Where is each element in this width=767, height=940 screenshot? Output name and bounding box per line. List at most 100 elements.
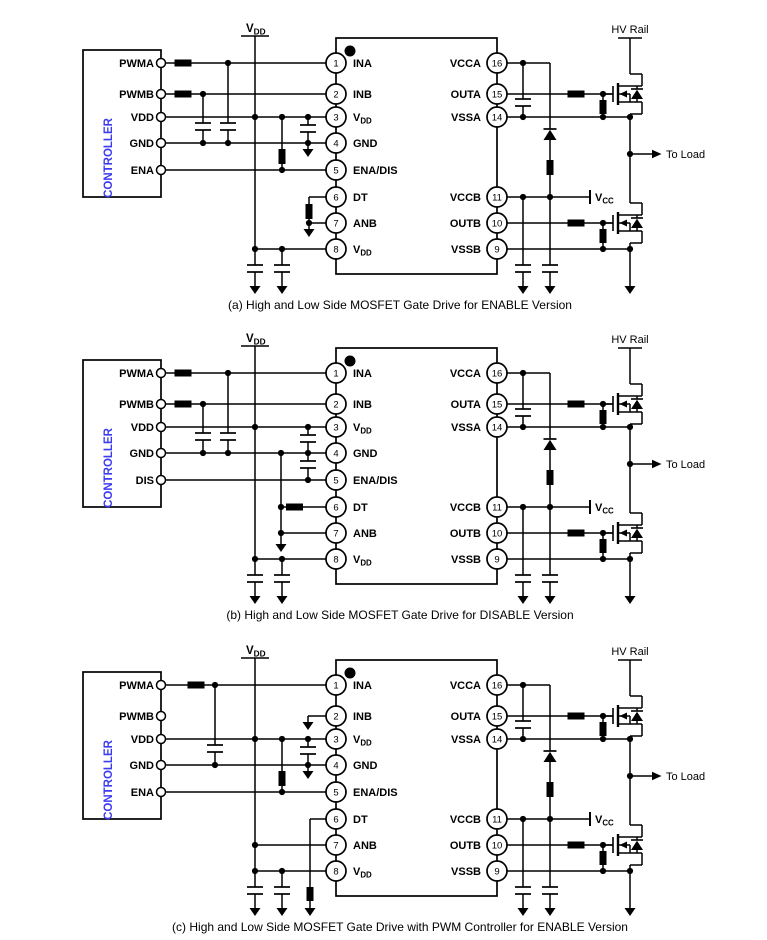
- ic-pin-circle: [325, 469, 347, 491]
- ic-pin-label: DT: [353, 502, 368, 514]
- capacitor: [515, 264, 531, 273]
- ic-pin-label: DT: [353, 192, 368, 204]
- ic-pin-circle: [325, 83, 347, 105]
- resistor: [567, 841, 585, 849]
- controller-pin-label: PWMB: [119, 711, 154, 723]
- controller-pin-circle: [155, 137, 167, 149]
- resistor: [306, 887, 314, 901]
- ic-pin-label: OUTB: [450, 218, 481, 230]
- capacitor: [300, 124, 316, 133]
- ic-pin-number: 3: [333, 423, 338, 434]
- ic-pin-label: VSSB: [451, 244, 481, 256]
- vcc-label: VCC: [595, 814, 614, 827]
- capacitor: [515, 98, 531, 107]
- resistor: [567, 712, 585, 720]
- capacitor: [274, 264, 290, 273]
- capacitor: [220, 122, 236, 131]
- ic-pin-number: 16: [492, 681, 503, 692]
- ground-symbol: [544, 596, 556, 604]
- controller-pin-label: DIS: [136, 475, 154, 487]
- ic-pin-circle: [486, 522, 508, 544]
- left-wiring: [165, 369, 327, 604]
- caption: (a) High and Low Side MOSFET Gate Drive …: [228, 298, 572, 312]
- resistor: [174, 59, 192, 67]
- ic-pin-circle: [325, 393, 347, 415]
- vdd-rail-label: VDD: [246, 333, 266, 347]
- ic-pin-circle: [325, 212, 347, 234]
- resistor: [599, 229, 607, 243]
- ic-pin-label: ANB: [353, 840, 377, 852]
- controller-label: CONTROLLER: [103, 117, 115, 198]
- ground-symbol: [302, 771, 314, 779]
- pin1-marker-dot: [344, 45, 356, 57]
- ic-pin-number: 16: [492, 59, 503, 70]
- controller-pin-label: GND: [130, 448, 155, 460]
- controller-pin-circle: [155, 759, 167, 771]
- ic-pin-circle: [486, 212, 508, 234]
- ic-pin-circle: [325, 548, 347, 570]
- controller-pin-label: GND: [130, 138, 155, 150]
- controller-pin-label: ENA: [131, 165, 154, 177]
- ic-pin-circle: [325, 754, 347, 776]
- ic-pin-number: 10: [492, 529, 503, 540]
- ic-pin-label: VCCB: [450, 814, 481, 826]
- ic-pin-number: 7: [333, 219, 338, 230]
- resistor: [286, 503, 303, 511]
- driver-ic: [335, 37, 498, 275]
- ic-pin-number: 2: [333, 90, 338, 101]
- ic-pin-circle: [325, 132, 347, 154]
- ic-pin-number: 7: [333, 529, 338, 540]
- mosfet-low-side: [603, 202, 643, 244]
- ic-pin-number: 2: [333, 400, 338, 411]
- ic-pin-circle: [486, 548, 508, 570]
- ic-pin-label: ENA/DIS: [353, 475, 398, 487]
- ic-pin-circle: [486, 186, 508, 208]
- ic-pin-number: 5: [333, 166, 338, 177]
- ground-symbol: [302, 722, 314, 730]
- arrowhead-icon: [652, 771, 662, 781]
- ic-pin-label: DT: [353, 814, 368, 826]
- ic-pin-label: VSSA: [451, 734, 481, 746]
- resistor: [567, 529, 585, 537]
- ic-pin-circle: [325, 238, 347, 260]
- ic-pin-label: INA: [353, 58, 372, 70]
- capacitor: [542, 264, 558, 273]
- ic-pin-label: VDD: [353, 422, 372, 435]
- ic-pin-label: VCCB: [450, 502, 481, 514]
- junction-dot: [278, 788, 286, 796]
- vdd-rail: VDD: [241, 645, 269, 875]
- capacitor: [542, 886, 558, 895]
- ic-pin-number: 10: [492, 841, 503, 852]
- driver-ic: [335, 659, 498, 897]
- pin1-marker-dot: [344, 667, 356, 679]
- ic-pin-number: 3: [333, 735, 338, 746]
- ic-pin-number: 8: [333, 555, 338, 566]
- controller-pin-circle: [155, 447, 167, 459]
- ic-pin-label: OUTA: [451, 399, 481, 411]
- controller-pin-circle: [155, 421, 167, 433]
- capacitor: [300, 434, 316, 443]
- controller-label: CONTROLLER: [103, 427, 115, 508]
- vdd-rail: VDD: [241, 23, 269, 253]
- left-wiring: [165, 681, 327, 916]
- to-load-label: To Load: [666, 149, 705, 161]
- resistor: [278, 771, 286, 786]
- controller-pin-circle: [155, 733, 167, 745]
- ic-pin-number: 5: [333, 788, 338, 799]
- capacitor: [300, 746, 316, 755]
- ic-pin-circle: [486, 674, 508, 696]
- ic-pin-number: 11: [492, 815, 502, 826]
- resistor: [546, 782, 554, 797]
- capacitor: [247, 264, 263, 273]
- ic-pin-number: 14: [492, 423, 503, 434]
- resistor: [278, 149, 286, 164]
- capacitor: [515, 886, 531, 895]
- ic-pin-circle: [486, 52, 508, 74]
- controller-pin-label: PWMA: [119, 58, 154, 70]
- resistor: [567, 90, 585, 98]
- ic-pin-label: INB: [353, 399, 372, 411]
